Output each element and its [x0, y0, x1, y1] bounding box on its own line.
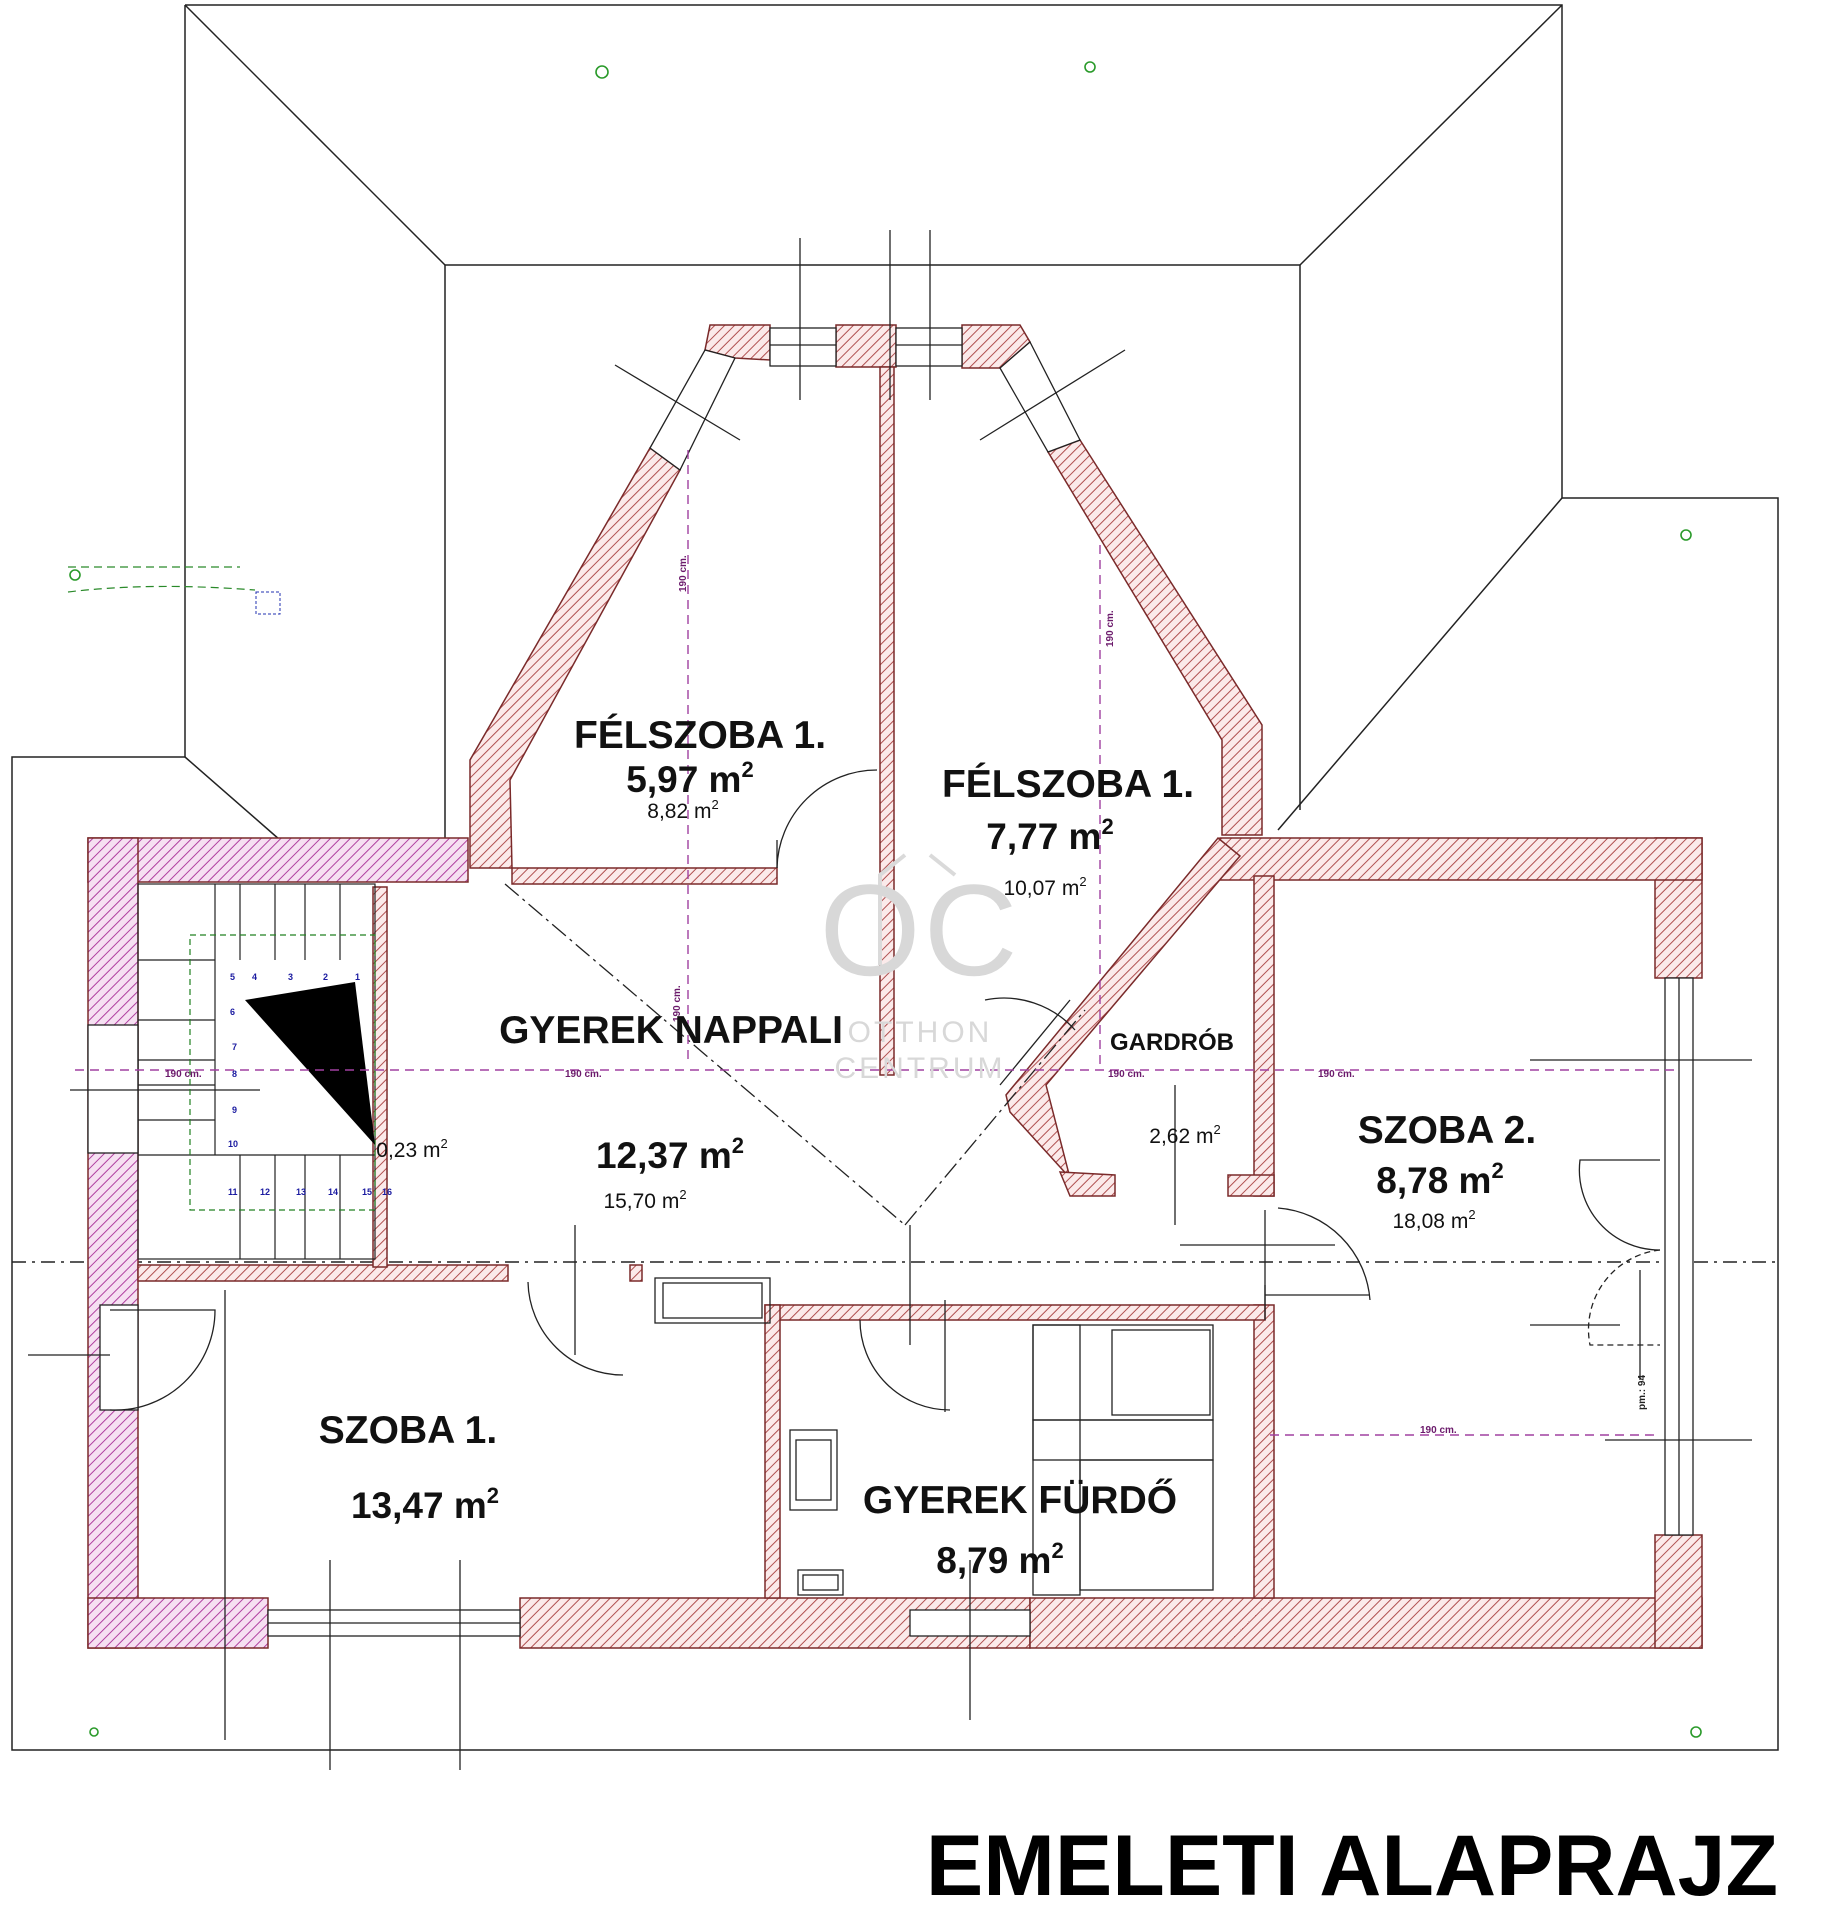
- gardrob-area: 2,62 m2: [1149, 1122, 1220, 1148]
- dim-label-stair: 190 cm.: [165, 1069, 202, 1080]
- svg-text:3: 3: [288, 972, 293, 982]
- room-labels: FÉLSZOBA 1. 5,97 m2 8,82 m2 FÉLSZOBA 1. …: [319, 713, 1536, 1581]
- dim-label-nappali: 190 cm.: [565, 1069, 602, 1080]
- gyerek-nappali-gross: 15,70 m2: [603, 1187, 686, 1213]
- stair-area: 0,23 m2: [376, 1136, 447, 1162]
- furdo-area: 8,79 m2: [936, 1538, 1063, 1581]
- gyerek-nappali-name: GYEREK NAPPALI: [499, 1009, 843, 1052]
- plan-title: EMELETI ALAPRAJZ: [926, 1818, 1778, 1914]
- doors: [109, 769, 1661, 1412]
- dimension-labels: 190 cm. 190 cm. 190 cm. 190 cm. 190 cm. …: [165, 555, 1648, 1436]
- stair-step-numbers: 1 2 3 4 5 6 7 8 9 10 11 12 13 14 15 16: [228, 972, 392, 1197]
- dimension-lines: [75, 450, 1675, 1436]
- watermark-line2: CENTRUM: [835, 1052, 1006, 1085]
- dim-label-felszoba-right: 190 cm.: [1105, 610, 1116, 647]
- szoba2-gross: 18,08 m2: [1392, 1207, 1475, 1233]
- svg-text:5: 5: [230, 972, 235, 982]
- svg-text:15: 15: [362, 1187, 372, 1197]
- dim-label-szoba2: 190 cm.: [1318, 1069, 1355, 1080]
- dim-label-nappali-vertical: 190 cm.: [672, 985, 683, 1022]
- room-lines: [28, 230, 1752, 1770]
- svg-text:11: 11: [228, 1187, 238, 1197]
- furdo-name: GYEREK FÜRDŐ: [863, 1478, 1177, 1522]
- staircase: [137, 883, 376, 1260]
- roof-outline: [11, 4, 1779, 1751]
- svg-text:4: 4: [252, 972, 257, 982]
- svg-text:2: 2: [323, 972, 328, 982]
- felszoba-left-area: 5,97 m2: [626, 757, 753, 800]
- pm-label: pm.: 94: [1637, 1375, 1648, 1410]
- svg-text:6: 6: [230, 1007, 235, 1017]
- gyerek-nappali-area: 12,37 m2: [596, 1133, 744, 1176]
- gardrob-name: GARDRÓB: [1110, 1028, 1234, 1056]
- dim-label-szoba2-lower: 190 cm.: [1420, 1425, 1457, 1436]
- szoba2-area: 8,78 m2: [1376, 1158, 1503, 1201]
- watermark: OC OTTHON CENTRUM: [820, 853, 1021, 1085]
- szoba1-name: SZOBA 1.: [319, 1409, 497, 1452]
- svg-text:12: 12: [260, 1187, 270, 1197]
- felszoba-right-area: 7,77 m2: [986, 814, 1113, 857]
- felszoba-left-name: FÉLSZOBA 1.: [574, 713, 826, 757]
- felszoba-right-name: FÉLSZOBA 1.: [942, 762, 1194, 806]
- stair-cut-marker: [245, 982, 375, 1145]
- svg-text:10: 10: [228, 1139, 238, 1149]
- watermark-logo: OC: [820, 857, 1021, 1003]
- svg-text:14: 14: [328, 1187, 338, 1197]
- dim-label-felszoba-left: 190 cm.: [678, 555, 689, 592]
- gutter-detail: [67, 566, 256, 593]
- bathroom-fixtures: [654, 1277, 1214, 1596]
- svg-text:8: 8: [232, 1069, 237, 1079]
- walls: [87, 324, 1703, 1649]
- gutter-box: [255, 591, 281, 615]
- svg-text:13: 13: [296, 1187, 306, 1197]
- svg-text:1: 1: [355, 972, 360, 982]
- felszoba-right-gross: 10,07 m2: [1003, 874, 1086, 900]
- szoba1-area: 13,47 m2: [351, 1483, 499, 1526]
- svg-text:9: 9: [232, 1105, 237, 1115]
- downpipe-markers: [69, 61, 1702, 1738]
- svg-text:16: 16: [382, 1187, 392, 1197]
- szoba2-name: SZOBA 2.: [1358, 1109, 1536, 1152]
- watermark-line1: OTTHON: [848, 1016, 993, 1049]
- dim-label-gardrob: 190 cm.: [1108, 1069, 1145, 1080]
- felszoba-left-gross: 8,82 m2: [647, 797, 718, 823]
- svg-text:7: 7: [232, 1042, 237, 1052]
